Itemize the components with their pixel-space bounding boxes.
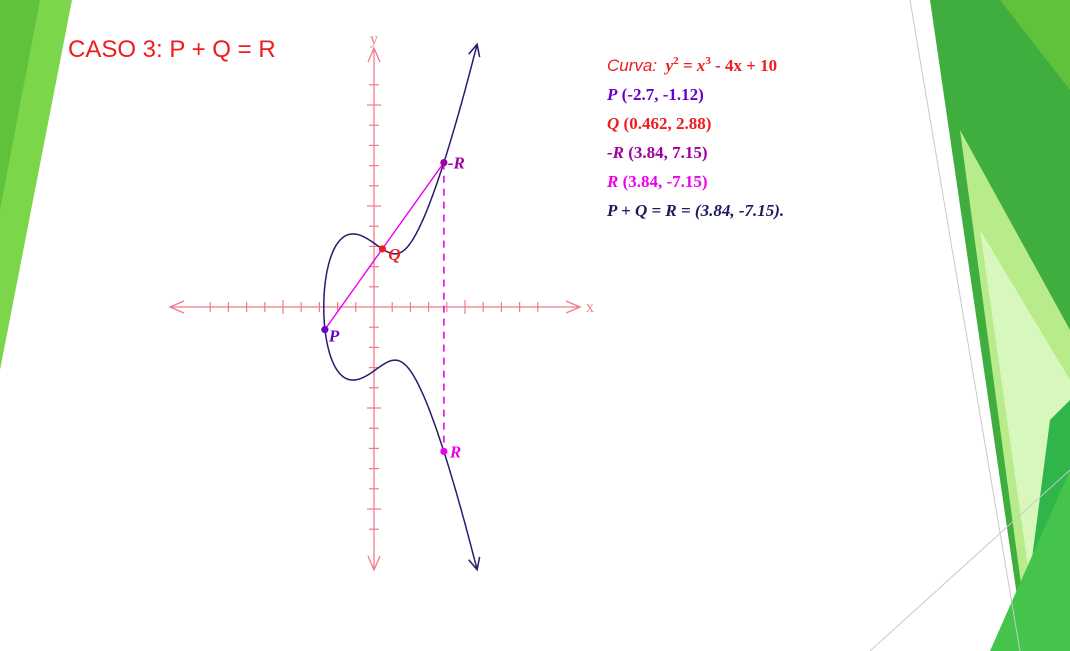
eq-lhs-exp: 2 <box>673 55 679 67</box>
eq-mid-exp: 3 <box>705 55 711 67</box>
sum-result-line: P + Q = R = (3.84, -7.15). <box>607 196 784 225</box>
point-r-line: R (3.84, -7.15) <box>607 167 784 196</box>
curve-arrow-up <box>468 42 481 58</box>
curve-points <box>321 158 448 456</box>
point-p-line: P (-2.7, -1.12) <box>607 80 784 109</box>
point-neg-r-line: -R (3.84, 7.15) <box>607 138 784 167</box>
right-green-decoration <box>870 0 1070 651</box>
point-q-line: Q (0.462, 2.88) <box>607 109 784 138</box>
point-p-name: P <box>607 85 618 104</box>
eq-lhs: y <box>665 56 674 75</box>
point-label-p: P <box>328 327 340 346</box>
point-neg-r-dot <box>440 158 448 167</box>
x-axis-arrow-left <box>168 300 185 314</box>
info-panel: Curva: y2 = x3 - 4x + 10 P (-2.7, -1.12)… <box>607 47 784 225</box>
slide-title: CASO 3: P + Q = R <box>68 36 276 63</box>
x-axis-arrow-right <box>565 300 582 314</box>
elliptic-curve-graph: x y P Q -R R <box>168 31 594 572</box>
sum-result: P + Q = R = (3.84, -7.15). <box>607 201 785 220</box>
point-neg-r-coords: (3.84, 7.15) <box>628 143 708 162</box>
eq-mid: = x <box>678 56 706 75</box>
y-axis-arrow-up <box>367 46 381 63</box>
axes <box>168 46 582 572</box>
point-q-coords: (0.462, 2.88) <box>623 114 712 133</box>
eq-rhs: - 4x + 10 <box>710 56 778 75</box>
point-p-dot <box>321 326 329 334</box>
point-label-q: Q <box>388 245 400 264</box>
point-r-dot <box>440 447 448 456</box>
x-axis-label: x <box>586 299 594 316</box>
left-green-decoration <box>0 0 72 370</box>
elliptic-curve <box>323 42 481 572</box>
point-label-r: R <box>449 442 461 461</box>
point-neg-r-name: -R <box>607 143 624 162</box>
point-p-coords: (-2.7, -1.12) <box>621 85 704 104</box>
point-r-coords: (3.84, -7.15) <box>622 172 708 191</box>
y-axis-label: y <box>370 31 378 48</box>
y-axis-arrow-down <box>367 555 381 572</box>
curve-path <box>323 44 478 570</box>
point-q-name: Q <box>607 114 620 133</box>
curve-label: Curva: <box>607 56 658 75</box>
point-label-neg-r: -R <box>448 154 465 173</box>
point-q-dot <box>378 245 387 253</box>
curve-arrow-down <box>468 556 481 572</box>
curve-equation-line: Curva: y2 = x3 - 4x + 10 <box>607 47 784 80</box>
point-r-name: R <box>607 172 619 191</box>
